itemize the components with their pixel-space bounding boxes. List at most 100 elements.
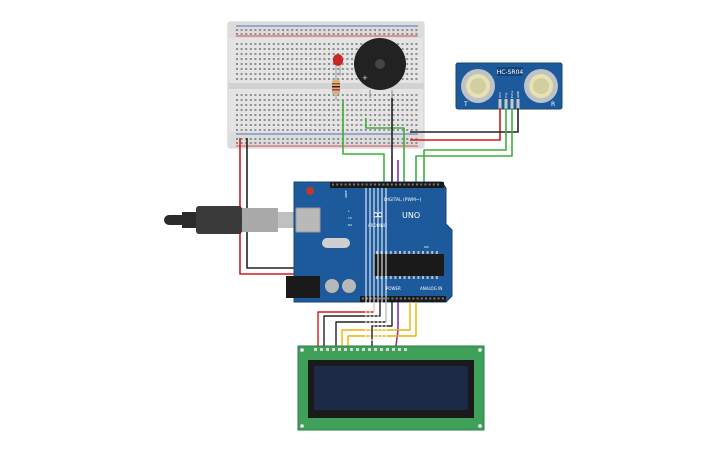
breadboard-hole xyxy=(374,129,376,131)
breadboard-hole xyxy=(401,142,404,144)
breadboard-hole xyxy=(318,138,321,140)
breadboard-hole xyxy=(295,138,298,140)
breadboard-hole xyxy=(355,114,358,116)
breadboard-hole xyxy=(295,99,298,101)
breadboard-hole xyxy=(351,33,353,35)
breadboard-hole xyxy=(355,94,358,96)
breadboard-hole xyxy=(263,104,266,106)
breadboard-hole xyxy=(305,94,307,96)
breadboard-hole xyxy=(346,124,349,126)
breadboard-hole xyxy=(240,119,243,121)
breadboard-hole xyxy=(236,78,238,80)
on-label: ON xyxy=(424,245,429,249)
breadboard-hole xyxy=(406,33,409,35)
breadboard-hole xyxy=(240,58,243,60)
breadboard-hole xyxy=(291,114,294,116)
breadboard-hole xyxy=(272,99,275,101)
chip-leg xyxy=(408,276,411,279)
breadboard-hole xyxy=(328,43,330,45)
breadboard-hole xyxy=(314,99,317,101)
breadboard-hole xyxy=(277,99,280,101)
breadboard-hole xyxy=(355,109,358,111)
breadboard-hole xyxy=(406,119,409,121)
breadboard-hole xyxy=(318,73,321,75)
breadboard-hole xyxy=(263,138,266,140)
digital-pwm-label: DIGITAL (PWM~) xyxy=(384,197,422,203)
breadboard-hole xyxy=(383,138,386,140)
lcd-16x2[interactable] xyxy=(297,345,485,431)
breadboard-hole xyxy=(272,53,275,55)
breadboard-hole xyxy=(268,53,271,55)
digital-pin xyxy=(395,183,397,186)
breadboard-hole xyxy=(272,43,275,45)
breadboard-hole xyxy=(360,142,363,144)
breadboard-hole xyxy=(249,138,252,140)
lcd-pin xyxy=(356,348,359,351)
breadboard-hole xyxy=(249,53,252,55)
breadboard-hole xyxy=(415,124,418,126)
arduino-uno[interactable]: ∞ UNO ARDUINO DIGITAL (PWM~) ANALOG IN P… xyxy=(286,181,453,303)
red-led[interactable] xyxy=(333,54,343,76)
lcd-pin xyxy=(350,348,353,351)
breadboard-hole xyxy=(323,138,326,140)
breadboard-hole xyxy=(236,43,238,45)
breadboard-hole xyxy=(254,99,257,101)
chip-leg xyxy=(422,276,424,279)
breadboard-hole xyxy=(387,129,390,131)
breadboard-hole xyxy=(254,29,257,31)
power-analog-pin xyxy=(425,297,427,300)
breadboard-hole xyxy=(245,119,248,121)
breadboard-hole xyxy=(341,73,344,75)
breadboard-hole xyxy=(259,63,261,65)
breadboard-hole xyxy=(300,114,303,116)
breadboard-hole xyxy=(263,129,266,131)
breadboard-hole xyxy=(323,29,326,31)
breadboard-hole xyxy=(415,138,418,140)
breadboard-hole xyxy=(328,29,330,31)
arduino-model-label: UNO xyxy=(402,211,420,220)
breadboard-hole xyxy=(305,58,307,60)
breadboard-hole xyxy=(295,73,298,75)
breadboard-hole xyxy=(341,94,344,96)
breadboard-hole xyxy=(291,142,294,144)
breadboard-hole xyxy=(272,48,275,50)
breadboard-hole xyxy=(318,68,321,70)
breadboard-hole xyxy=(401,109,404,111)
breadboard-hole xyxy=(323,78,326,80)
breadboard-hole xyxy=(272,78,275,80)
breadboard-hole xyxy=(374,104,376,106)
breadboard-hole xyxy=(397,94,399,96)
breadboard-hole xyxy=(309,94,312,96)
breadboard-hole xyxy=(406,114,409,116)
breadboard-hole xyxy=(415,99,418,101)
breadboard-hole xyxy=(305,129,307,131)
breadboard-hole xyxy=(300,142,303,144)
breadboard-hole xyxy=(332,138,335,140)
breadboard-hole xyxy=(410,104,413,106)
breadboard-hole xyxy=(323,129,326,131)
breadboard-hole xyxy=(295,43,298,45)
breadboard-hole xyxy=(263,99,266,101)
lcd-pin xyxy=(326,348,329,351)
breadboard-hole xyxy=(346,104,349,106)
breadboard-hole xyxy=(355,78,358,80)
power-analog-pin xyxy=(378,297,381,300)
breadboard-hole xyxy=(332,73,335,75)
breadboard-hole xyxy=(305,78,307,80)
breadboard-hole xyxy=(309,114,312,116)
breadboard-hole xyxy=(240,48,243,50)
breadboard-hole xyxy=(309,109,312,111)
led-resistor[interactable] xyxy=(332,76,340,100)
breadboard-hole xyxy=(369,138,372,140)
wire-lcd-black-1 xyxy=(323,302,381,346)
piezo-buzzer[interactable]: + xyxy=(354,38,406,98)
breadboard-hole xyxy=(314,63,317,65)
breadboard-hole xyxy=(245,58,248,60)
wire-lcd-data xyxy=(385,188,391,346)
breadboard-hole xyxy=(318,58,321,60)
breadboard-hole xyxy=(300,119,303,121)
breadboard-hole xyxy=(328,129,330,131)
breadboard-hole xyxy=(268,43,271,45)
breadboard-hole xyxy=(378,138,381,140)
